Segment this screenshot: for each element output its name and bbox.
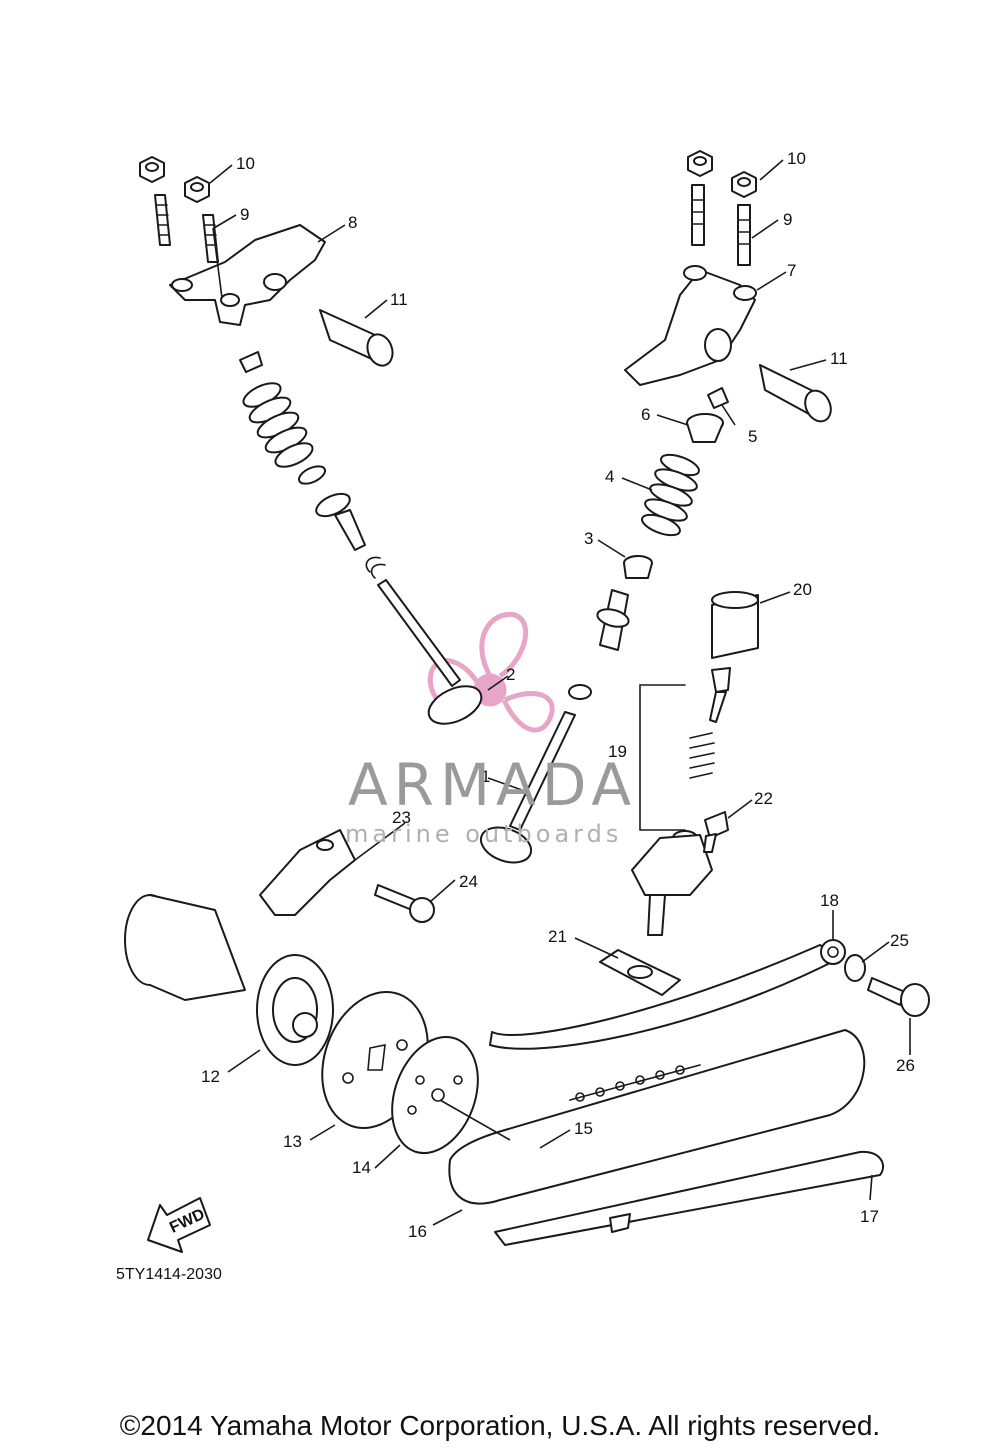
rocker-shaft-11-right bbox=[759, 364, 832, 423]
callout-labels: 10 9 8 11 10 9 7 11 5 6 4 3 20 2 1 19 22… bbox=[201, 149, 915, 1241]
callout-11-left: 11 bbox=[390, 290, 408, 309]
callout-10-right: 10 bbox=[787, 149, 806, 168]
rocker-shaft-11-left bbox=[319, 309, 394, 367]
callout-9-right: 9 bbox=[783, 210, 792, 229]
copyright-notice: ©2014 Yamaha Motor Corporation, U.S.A. A… bbox=[119, 1410, 881, 1441]
adjuster-screw-9-left bbox=[154, 194, 219, 263]
gasket-21 bbox=[599, 949, 681, 996]
callout-26: 26 bbox=[896, 1056, 915, 1075]
cap-20 bbox=[711, 591, 759, 659]
callout-19: 19 bbox=[608, 742, 627, 761]
watermark-tagline: marine outboards bbox=[345, 820, 622, 848]
o-ring-25 bbox=[844, 954, 866, 982]
valve-guide-right bbox=[596, 589, 630, 651]
o-ring-right bbox=[568, 684, 592, 700]
callout-6: 6 bbox=[641, 405, 650, 424]
timing-chain-16 bbox=[448, 1029, 866, 1205]
spring-seat-3 bbox=[623, 555, 653, 579]
chain-guide-17 bbox=[494, 1150, 885, 1246]
leader-lines bbox=[209, 159, 911, 1226]
callout-10-left: 10 bbox=[236, 154, 255, 173]
valve-spring-left bbox=[239, 351, 366, 551]
valve-seal-left bbox=[365, 556, 386, 579]
callout-13: 13 bbox=[283, 1132, 302, 1151]
callout-16: 16 bbox=[408, 1222, 427, 1241]
callout-4: 4 bbox=[605, 467, 614, 486]
callout-24: 24 bbox=[459, 872, 478, 891]
watermark-brand: ARMADA bbox=[348, 751, 637, 819]
spring-retainer-6 bbox=[686, 413, 724, 443]
callout-14: 14 bbox=[352, 1158, 371, 1177]
callout-5: 5 bbox=[748, 427, 757, 446]
plate-14 bbox=[391, 1035, 479, 1155]
rocker-arm-7 bbox=[624, 265, 757, 386]
callout-8: 8 bbox=[348, 213, 357, 232]
adjuster-screw-9-right bbox=[691, 184, 751, 266]
callout-15: 15 bbox=[574, 1119, 593, 1138]
valve-spring-4 bbox=[641, 453, 700, 537]
callout-12: 12 bbox=[201, 1067, 220, 1086]
callout-18: 18 bbox=[820, 891, 839, 910]
callout-11-right: 11 bbox=[830, 349, 848, 368]
callout-9-left: 9 bbox=[240, 205, 249, 224]
bolt-24 bbox=[374, 884, 435, 923]
tensioner-19 bbox=[631, 667, 731, 936]
callout-2: 2 bbox=[506, 665, 515, 684]
callout-1: 1 bbox=[481, 767, 490, 786]
valve-1 bbox=[479, 711, 576, 864]
chain-guide-18 bbox=[489, 939, 846, 1050]
callout-17: 17 bbox=[860, 1207, 879, 1226]
locknut-10-right bbox=[687, 150, 757, 198]
valve-cotter-5 bbox=[707, 387, 729, 409]
callout-3: 3 bbox=[584, 529, 593, 548]
camshaft-12 bbox=[124, 894, 334, 1066]
locknut-10-left bbox=[139, 156, 210, 203]
bolt-22 bbox=[703, 811, 729, 853]
callout-22: 22 bbox=[754, 789, 773, 808]
valve-2 bbox=[377, 579, 483, 725]
callout-21: 21 bbox=[548, 927, 567, 946]
fwd-arrow: FWD bbox=[147, 1197, 211, 1253]
callout-7: 7 bbox=[787, 261, 796, 280]
callout-20: 20 bbox=[793, 580, 812, 599]
callout-25: 25 bbox=[890, 931, 909, 950]
plate-23 bbox=[259, 829, 356, 916]
bolt-26 bbox=[867, 977, 930, 1017]
diagram-code: 5TY1414-2030 bbox=[116, 1266, 222, 1283]
rocker-arm-8 bbox=[169, 224, 326, 326]
callout-23: 23 bbox=[392, 808, 411, 827]
